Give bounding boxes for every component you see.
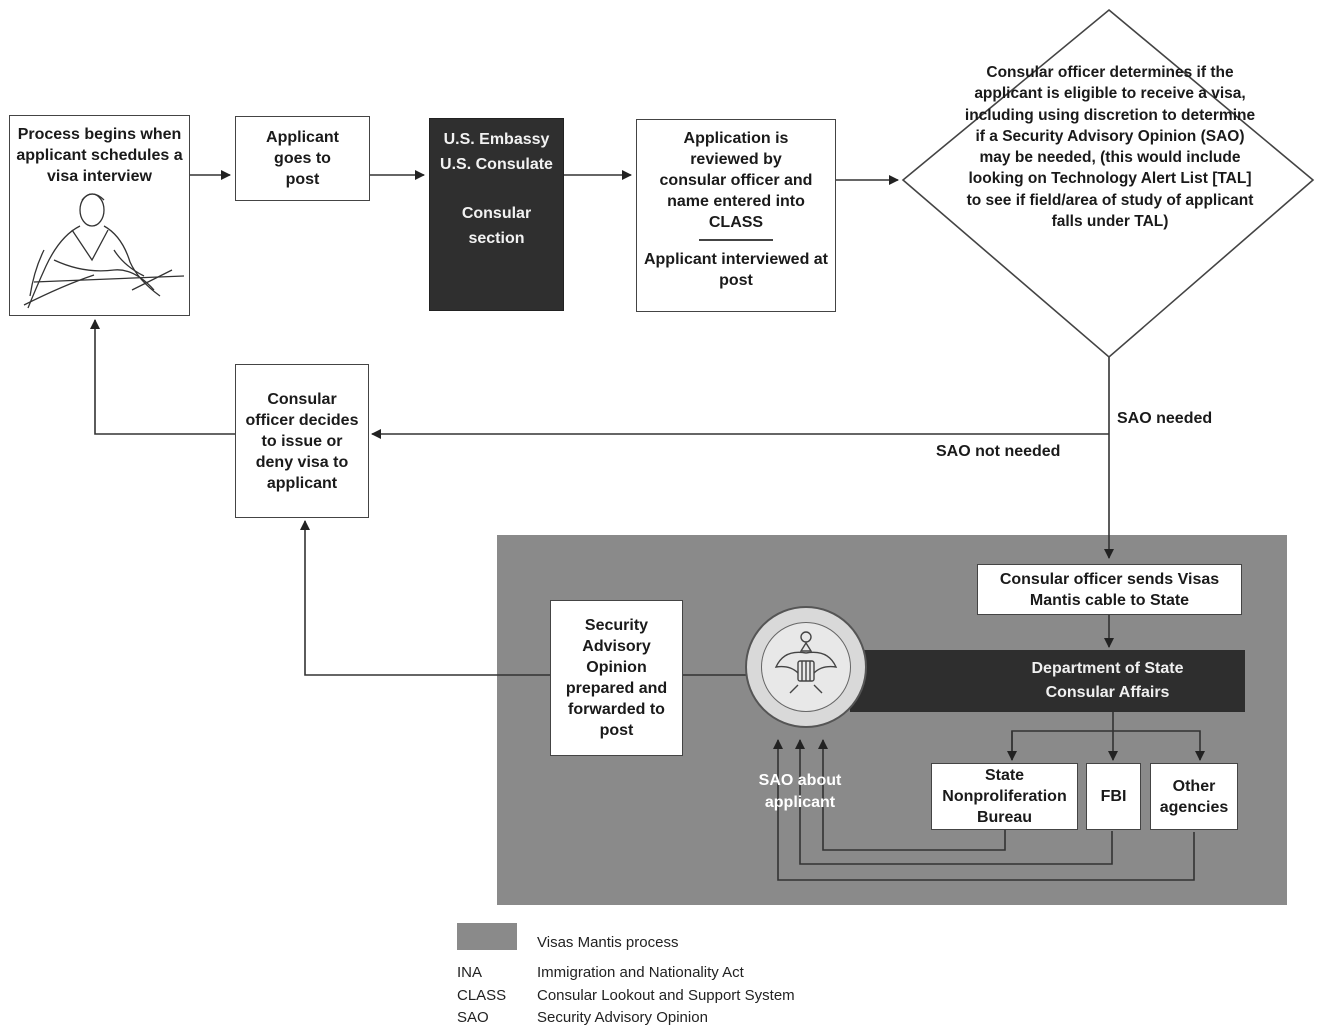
legend-full-ina: Immigration and Nationality Act	[537, 964, 744, 981]
legend-full-class: Consular Lookout and Support System	[537, 987, 795, 1004]
goes-to-post-text: Applicant goes to post	[266, 129, 339, 188]
other-agencies-text: Other agencies	[1159, 777, 1229, 816]
person-writing-illustration	[23, 193, 185, 309]
sao-about-applicant-label: SAO about applicant	[758, 772, 842, 811]
state-nonproliferation-text: State Nonproliferation Bureau	[942, 767, 1067, 826]
sao-prepared-text: Security Advisory Opinion prepared and f…	[565, 617, 668, 739]
sends-cable-text: Consular officer sends Visas Mantis cabl…	[999, 570, 1220, 609]
legend-full-sao: Security Advisory Opinion	[537, 1009, 708, 1026]
review-top-text: Application is reviewed by consular offi…	[659, 130, 813, 231]
issue-or-deny-text: Consular officer decides to issue or den…	[245, 390, 359, 492]
decision-diamond	[901, 8, 1315, 359]
fbi-box: FBI	[1086, 763, 1141, 830]
legend-abbr-sao: SAO	[457, 1009, 489, 1026]
application-review-box: Application is reviewed by consular offi…	[636, 119, 836, 312]
department-of-state-bar: Department of State Consular Affairs	[850, 650, 1245, 712]
dos-line1: Department of State	[1031, 660, 1184, 677]
legend-swatch-label: Visas Mantis process	[537, 934, 679, 951]
seal-inner-ring	[761, 622, 851, 712]
eagle-icon	[774, 631, 838, 694]
sao-not-needed-label: SAO not needed	[936, 443, 1061, 460]
decision-text: Consular officer determines if the appli…	[964, 64, 1256, 231]
start-box-text: Process begins when applicant schedules …	[16, 126, 183, 185]
embassy-line1: U.S. Embassy	[443, 131, 550, 148]
department-of-state-seal	[745, 606, 867, 728]
sao-prepared-box: Security Advisory Opinion prepared and f…	[550, 600, 683, 756]
issue-or-deny-box: Consular officer decides to issue or den…	[235, 364, 369, 518]
embassy-line2: U.S. Consulate	[440, 156, 553, 173]
legend-abbr-class: CLASS	[457, 987, 507, 1004]
dos-line2: Consular Affairs	[1045, 684, 1170, 701]
review-bottom-text: Applicant interviewed at post	[643, 250, 829, 289]
sends-cable-box: Consular officer sends Visas Mantis cabl…	[977, 564, 1242, 615]
state-nonproliferation-box: State Nonproliferation Bureau	[931, 763, 1078, 830]
applicant-goes-to-post-box: Applicant goes to post	[235, 116, 370, 201]
fbi-text: FBI	[1100, 788, 1127, 805]
legend-abbr-ina: INA	[457, 964, 483, 981]
sao-needed-label: SAO needed	[1117, 410, 1213, 427]
review-divider	[699, 239, 773, 241]
legend-swatch	[457, 923, 517, 950]
other-agencies-box: Other agencies	[1150, 763, 1238, 830]
embassy-consular-box: U.S. Embassy U.S. Consulate Consular sec…	[429, 118, 564, 311]
consular-section-label: Consular section	[461, 205, 532, 247]
